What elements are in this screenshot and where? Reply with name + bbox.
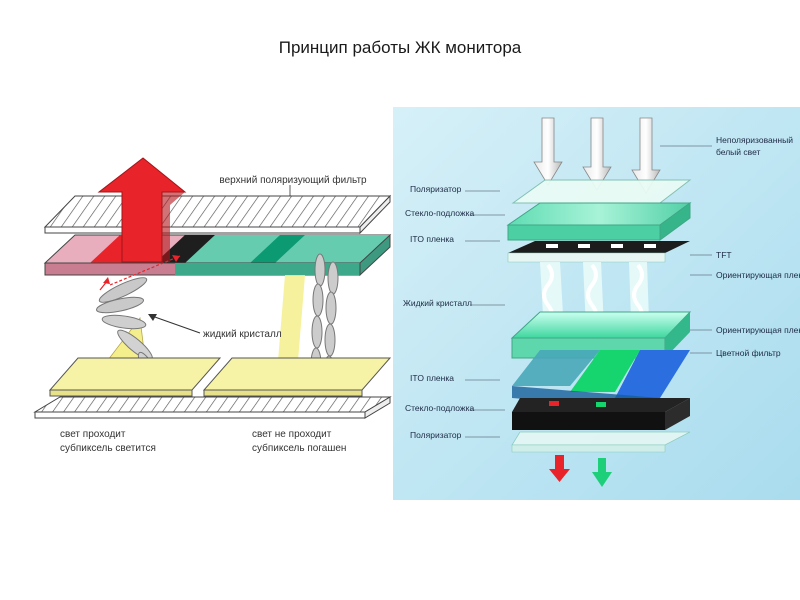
- left-diagram: верхний поляризующий фильтр жидкий крист…: [33, 157, 392, 454]
- light-blocked-text-1: свет не проходит: [252, 429, 332, 440]
- color-filter-label: Цветной фильтр: [716, 348, 781, 358]
- right-leader-lines: [660, 145, 712, 354]
- glass-top-label: Стекло-подложка: [405, 208, 474, 218]
- orient-top-label: Ориентирующая пленка: [716, 270, 800, 280]
- top-polarizer: [43, 194, 392, 235]
- liquid-crystal-right-label: Жидкий кристалл: [403, 298, 472, 308]
- outgoing-green-light-icon: [592, 458, 612, 487]
- right-diagram: Поляризатор Стекло-подложка ITO пленка Ж…: [393, 107, 800, 500]
- light-passes-text-1: свет проходит: [60, 429, 126, 440]
- light-blocked-text-2: субпиксель погашен: [252, 442, 346, 454]
- polarizer-top-label: Поляризатор: [410, 184, 462, 194]
- top-filter-label: верхний поляризующий фильтр: [219, 174, 367, 186]
- page-title: Принцип работы ЖК монитора: [278, 38, 522, 57]
- bottom-plates: [48, 357, 392, 397]
- outgoing-red-light-icon: [549, 455, 570, 482]
- ito-top-label: ITO пленка: [410, 234, 454, 244]
- unpolarized-label-2: белый свет: [716, 147, 761, 157]
- orient-bottom-label: Ориентирующая пленка: [716, 325, 800, 335]
- red-light-arrow-icon: [97, 157, 187, 263]
- black-matrix-layer: [512, 398, 690, 430]
- top-polarizer-sheet: [511, 179, 692, 204]
- bottom-polarizer: [33, 396, 392, 419]
- tft-label: TFT: [716, 250, 732, 260]
- left-leader-lines: [465, 190, 505, 438]
- liquid-crystal-label: жидкий кристалл: [203, 329, 282, 340]
- color-band: [43, 233, 392, 277]
- polarizer-bottom-label: Поляризатор: [410, 430, 462, 440]
- top-glass-substrate: [506, 202, 692, 241]
- glass-bottom-label: Стекло-подложка: [405, 403, 474, 413]
- bottom-polarizer-edge: [511, 444, 666, 453]
- unpolarized-label-1: Неполяризованный: [716, 135, 793, 145]
- light-passes-text-2: субпиксель светится: [60, 442, 156, 454]
- bottom-polarizer-sheet: [511, 431, 691, 446]
- incoming-light-arrows-icon: [533, 117, 661, 194]
- ito-bottom-label: ITO пленка: [410, 373, 454, 383]
- tft-layer: [507, 241, 690, 263]
